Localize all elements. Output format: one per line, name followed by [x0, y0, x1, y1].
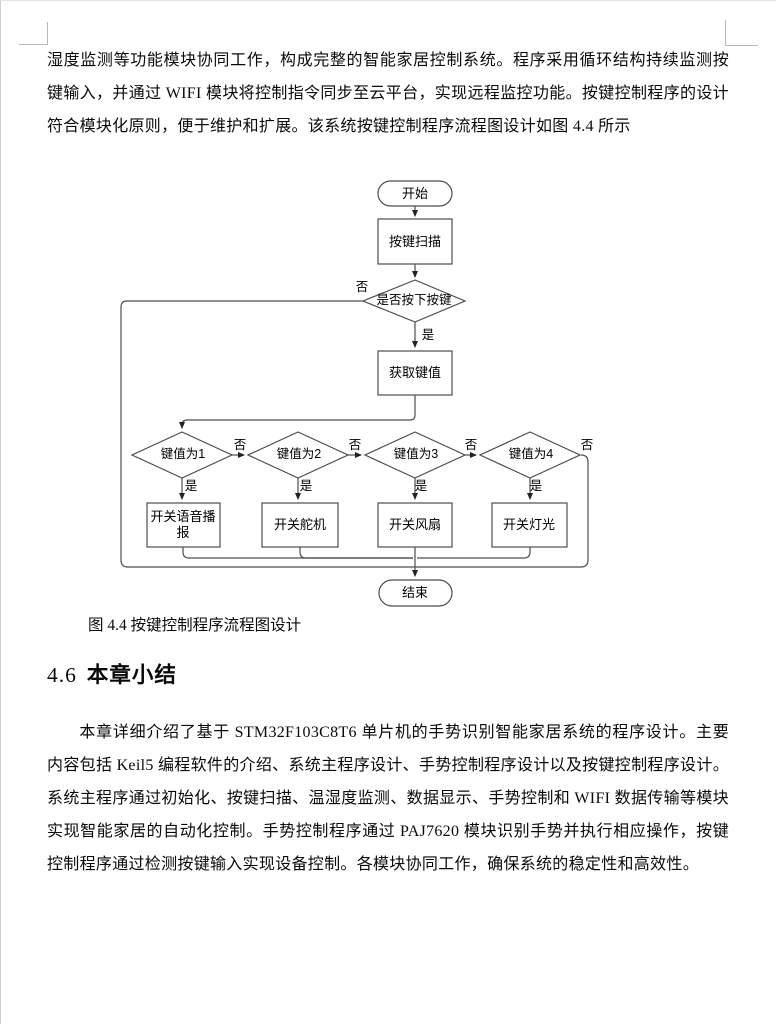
body-paragraph-top: 湿度监测等功能模块协同工作，构成完整的智能家居控制系统。程序采用循环结构持续监测… [47, 52, 729, 135]
flowchart-shapes [120, 180, 589, 607]
flowchart-figure: 开始 按键扫描 是否按下按键 获取键值 键值为1 键值为2 键值为3 键值为4 … [105, 178, 605, 616]
node-label-toggle-fan: 开关风扇 [388, 516, 442, 532]
branch-label-no-d4: 否 [580, 438, 594, 453]
node-label-key-pressed-check: 是否按下按键 [376, 293, 452, 308]
branch-label-no-d2: 否 [348, 438, 362, 453]
summary-text: 本章详细介绍了基于 STM32F103C8T6 单片机的手势识别智能家居系统的程… [47, 724, 729, 873]
branch-label-yes-d4: 是 [529, 479, 543, 494]
node-label-end: 结束 [401, 584, 429, 600]
flowchart-canvas [120, 180, 589, 607]
branch-label-yes-d3: 是 [414, 479, 428, 494]
node-label-toggle-voice: 开关语音播报 [150, 508, 216, 540]
connector-no-loop [120, 300, 589, 568]
text-boundary-mark-top-left [19, 22, 48, 45]
end-node-shape [378, 579, 453, 607]
node-label-key-scan: 按键扫描 [388, 233, 442, 249]
node-label-key-is-4: 键值为4 [508, 447, 554, 462]
section-title: 本章小结 [86, 663, 177, 687]
page-top-edge [0, 0, 776, 1]
node-label-toggle-servo: 开关舵机 [273, 516, 327, 532]
branch-label-no-d3: 否 [464, 438, 478, 453]
collector-box2 [299, 547, 413, 559]
branch-label-yes-d2: 是 [299, 479, 313, 494]
collector-box1 [182, 547, 413, 559]
node-label-toggle-light: 开关灯光 [502, 516, 556, 532]
node-label-key-is-1: 键值为1 [160, 447, 206, 462]
figure-caption: 图 4.4 按键控制程序流程图设计 [88, 617, 302, 634]
text-boundary-mark-top-right [725, 20, 758, 46]
connector-getkey-to-d1 [179, 395, 416, 429]
section-number: 4.6 [47, 663, 77, 687]
node-label-get-key-value: 获取键值 [388, 364, 442, 380]
node-label-key-is-3: 键值为3 [393, 447, 439, 462]
page-left-edge [0, 0, 1, 1024]
node-label-key-is-2: 键值为2 [276, 447, 322, 462]
body-paragraph-summary: 本章详细介绍了基于 STM32F103C8T6 单片机的手势识别智能家居系统的程… [47, 716, 729, 881]
collector-box4 [417, 547, 531, 559]
branch-label-no-check: 否 [355, 280, 369, 295]
branch-label-yes-check: 是 [421, 328, 435, 343]
node-label-start: 开始 [401, 185, 429, 201]
branch-label-yes-d1: 是 [184, 479, 198, 494]
section-heading: 4.6 本章小结 [47, 661, 177, 689]
branch-label-no-d1: 否 [233, 438, 247, 453]
